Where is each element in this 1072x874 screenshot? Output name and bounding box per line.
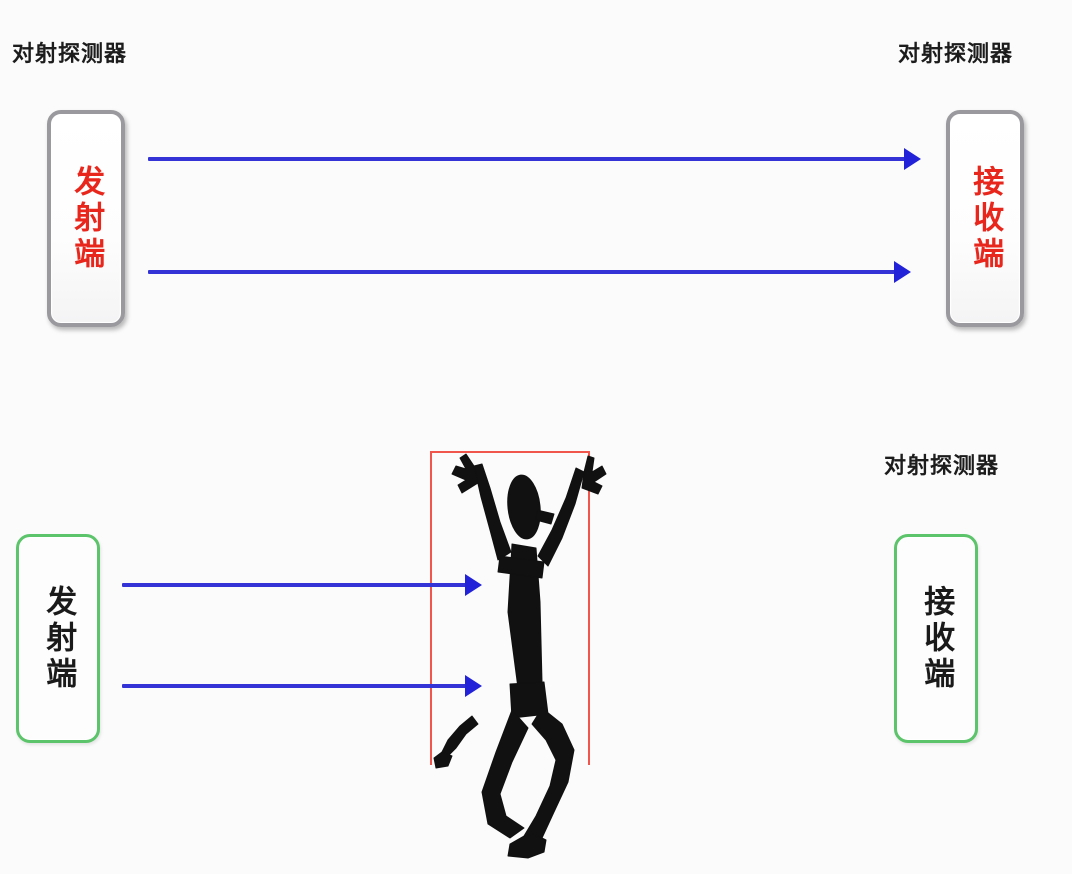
bottom-receiver-label: 接收端 <box>918 584 955 693</box>
top-beam-1 <box>148 157 906 161</box>
top-beam-2 <box>148 270 896 274</box>
bottom-receiver-box[interactable]: 接收端 <box>894 534 978 743</box>
top-right-caption: 对射探测器 <box>898 42 1014 67</box>
top-transmitter-box[interactable]: 发射端 <box>47 110 125 327</box>
top-transmitter-label: 发射端 <box>68 164 105 273</box>
bottom-beam-1 <box>122 583 467 587</box>
bottom-transmitter-box[interactable]: 发射端 <box>16 534 100 743</box>
bottom-transmitter-label: 发射端 <box>40 584 77 693</box>
intruder-silhouette-icon <box>432 452 612 862</box>
top-receiver-box[interactable]: 接收端 <box>946 110 1024 327</box>
bottom-beam-2 <box>122 684 467 688</box>
bottom-right-caption: 对射探测器 <box>884 454 1000 479</box>
detection-zone-rectangle <box>430 451 590 765</box>
top-left-caption: 对射探测器 <box>12 42 128 67</box>
top-receiver-label: 接收端 <box>967 164 1004 273</box>
